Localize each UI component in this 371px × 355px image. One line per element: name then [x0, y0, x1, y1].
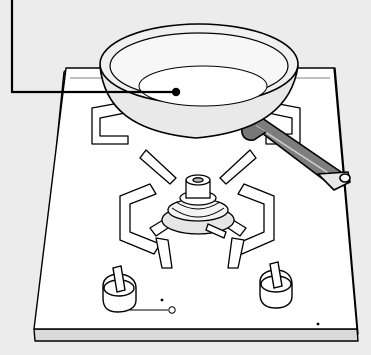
flame-symbol-ring [169, 307, 175, 313]
callout-dot [172, 88, 180, 96]
knob-dot [161, 299, 164, 302]
knob-dot [317, 323, 320, 326]
pan-base [139, 66, 267, 106]
hob-front-edge [34, 329, 358, 341]
